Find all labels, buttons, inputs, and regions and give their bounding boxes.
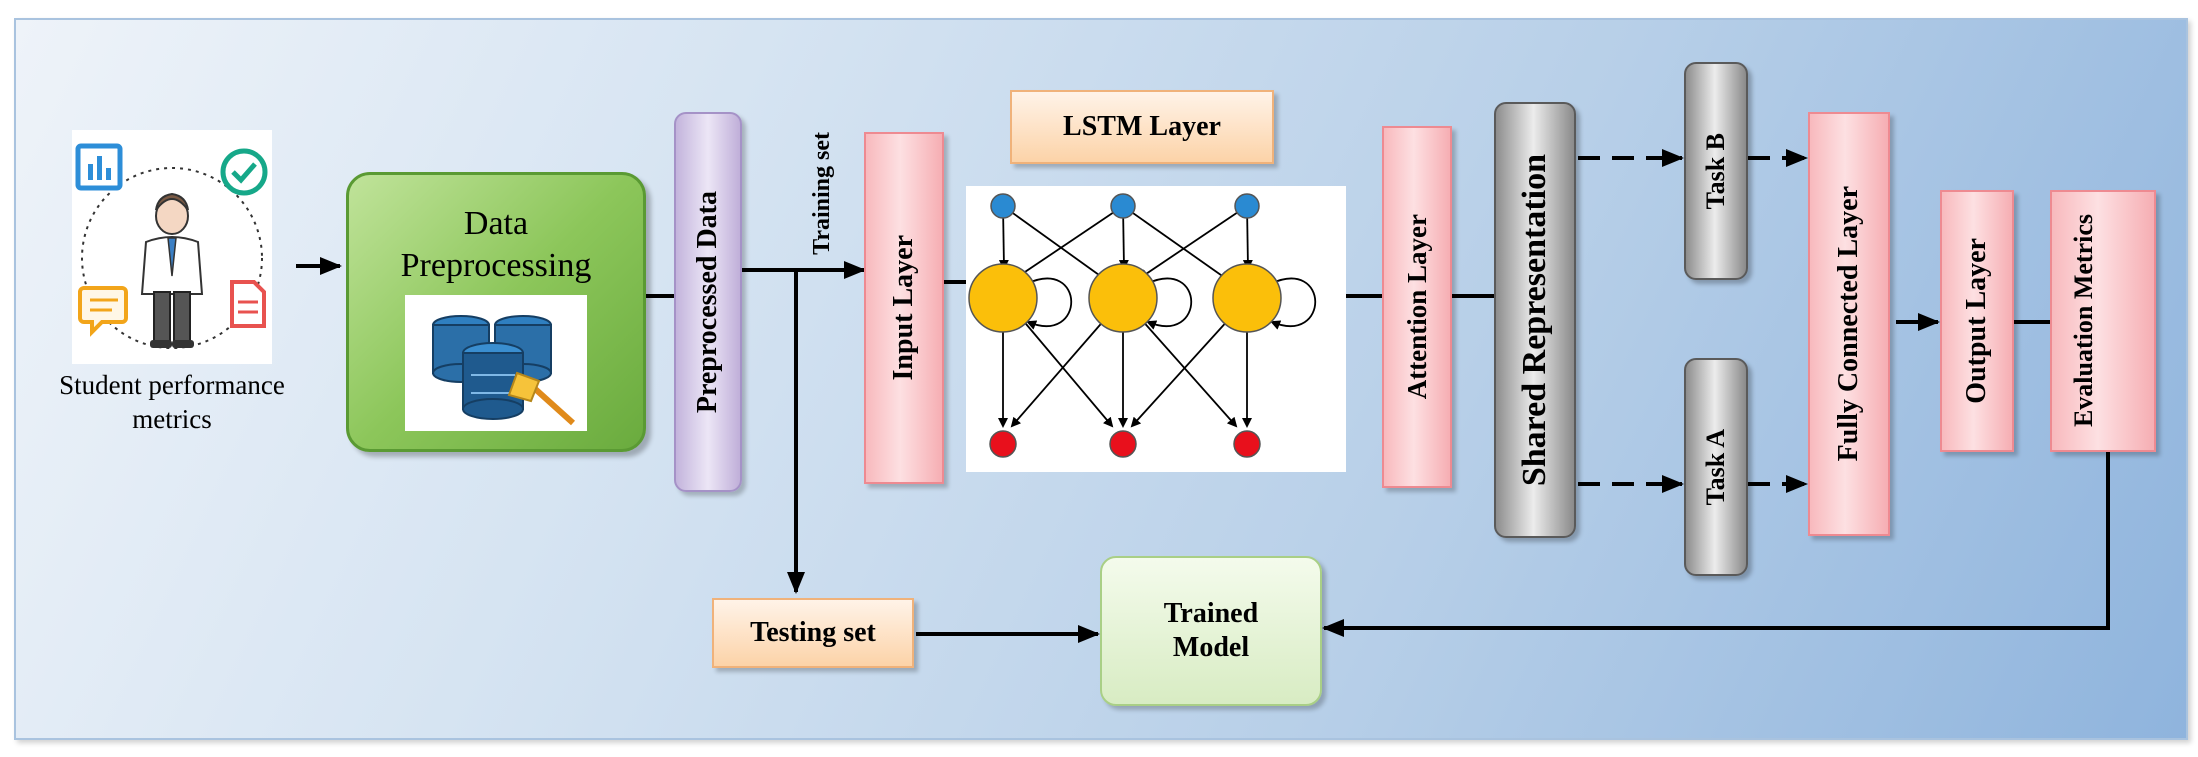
shared-representation-label: Shared Representation xyxy=(1516,153,1553,487)
lstm-network-graphic xyxy=(966,186,1346,472)
student-metrics-label: Student performance metrics xyxy=(59,370,285,434)
output-layer-box: Output Layer xyxy=(1940,190,2014,452)
edge-h3-out2 xyxy=(1130,317,1231,428)
loop-h2 xyxy=(1145,277,1193,330)
bar-chart-icon xyxy=(75,143,123,191)
student-avatar-icon xyxy=(140,192,204,348)
hidden-node-2 xyxy=(1088,263,1158,333)
attention-layer-label: Attention Layer xyxy=(1401,214,1432,400)
lstm-layer-label: LSTM Layer xyxy=(1063,111,1221,142)
input-layer-label: Input Layer xyxy=(888,235,919,381)
fully-connected-layer-box: Fully Connected Layer xyxy=(1808,112,1890,536)
chat-bubble-icon xyxy=(78,286,128,337)
task-b-label: Task B xyxy=(1701,132,1730,210)
input-layer-box: Input Layer xyxy=(864,132,944,484)
edge-h2-out3 xyxy=(1139,317,1238,428)
output-node-2 xyxy=(1109,430,1137,458)
evaluation-metrics-box: Evaluation Metrics xyxy=(2050,190,2156,452)
training-set-label: Training set xyxy=(808,131,835,255)
data-preprocessing-box: Data Preprocessing xyxy=(346,172,646,452)
input-node-3 xyxy=(1234,193,1260,219)
loop-h1 xyxy=(1025,277,1073,330)
task-b-box: Task B xyxy=(1684,62,1748,280)
edge-in3-h2 xyxy=(1138,205,1248,280)
output-node-1 xyxy=(989,430,1017,458)
trained-model-box: Trained Model xyxy=(1100,556,1322,706)
trained-model-label: Trained Model xyxy=(1163,598,1259,663)
task-a-label: Task A xyxy=(1701,428,1730,506)
output-node-3 xyxy=(1233,430,1261,458)
check-circle-icon xyxy=(220,148,268,196)
input-node-2 xyxy=(1110,193,1136,219)
shared-representation-box: Shared Representation xyxy=(1494,102,1576,538)
loop-h3 xyxy=(1269,277,1317,330)
document-icon xyxy=(230,280,266,328)
testing-set-box: Testing set xyxy=(712,598,914,668)
edge-in2-h1 xyxy=(1014,205,1124,280)
lstm-layer-label-box: LSTM Layer xyxy=(1010,90,1274,164)
attention-layer-box: Attention Layer xyxy=(1382,126,1452,488)
fully-connected-layer-label: Fully Connected Layer xyxy=(1833,186,1864,462)
hidden-node-1 xyxy=(968,263,1038,333)
edge-in1-h2 xyxy=(1002,205,1108,282)
hidden-node-3 xyxy=(1212,263,1282,333)
output-layer-label: Output Layer xyxy=(1961,238,1992,404)
dotted-ring xyxy=(81,167,263,349)
database-cleaning-icon xyxy=(405,295,587,431)
edge-h1-out2 xyxy=(1020,317,1114,428)
task-a-box: Task A xyxy=(1684,358,1748,576)
evaluation-metrics-label: Evaluation Metrics xyxy=(2069,214,2098,428)
preprocessed-data-label: Preprocessed Data xyxy=(692,190,723,414)
edge-h2-out1 xyxy=(1010,317,1107,428)
student-metrics-illustration xyxy=(72,130,272,364)
preprocessed-data-box: Preprocessed Data xyxy=(674,112,742,492)
arrow-evaluation-to-trained-model xyxy=(1322,450,2110,637)
input-node-1 xyxy=(990,193,1016,219)
testing-set-label: Testing set xyxy=(750,617,876,648)
data-preprocessing-title: Data Preprocessing xyxy=(400,205,592,284)
edge-in2-h3 xyxy=(1122,205,1230,282)
